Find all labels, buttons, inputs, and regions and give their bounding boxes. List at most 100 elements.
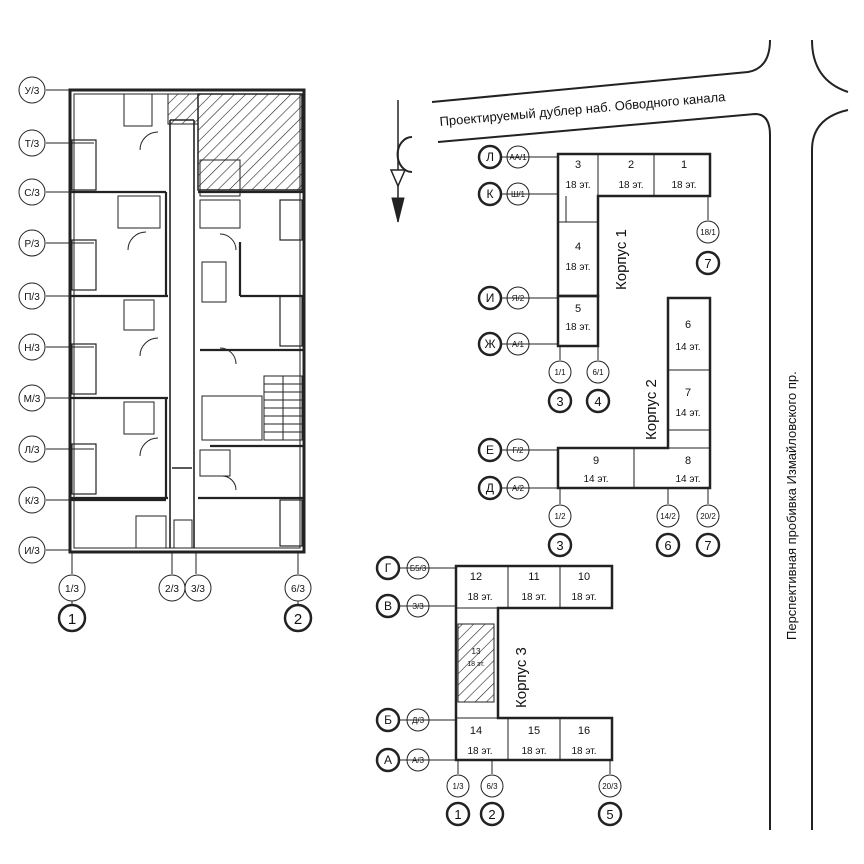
axis-1-3: 1/3 [452, 782, 464, 791]
axis-row-i3: И/3 [18, 536, 70, 564]
floor-plan [68, 88, 306, 554]
section-1-num: 1 [681, 159, 687, 171]
section-3-num: 3 [575, 159, 581, 171]
axis-18-1: 18/1 [700, 228, 716, 237]
axis-e-big: Е [486, 443, 494, 457]
section-6-num: 6 [685, 319, 691, 331]
section-16-floors: 18 эт. [571, 746, 596, 757]
section-12-num: 12 [470, 571, 482, 583]
axis-1-2: 1/2 [554, 512, 566, 521]
svg-text:Р/3: Р/3 [24, 239, 39, 250]
section-13-floors: 18 эт. [467, 661, 485, 668]
axis-b-big: Б [384, 713, 392, 727]
axis-row-p3: П/3 [18, 282, 70, 310]
axis-row-r3: Р/3 [18, 229, 94, 257]
korpus-2-axes: 1/1 6/1 3 4 Е Г/2 Д А/2 1/2 14/2 20/2 3 … [477, 346, 721, 558]
korpus-3: 13 18 эт. 12 18 эт. 11 18 эт. 10 18 эт. … [454, 564, 614, 762]
axis-b5-3: Б5/3 [410, 564, 427, 573]
section-6-floors: 14 эт. [675, 342, 700, 353]
svg-text:К/3: К/3 [25, 496, 40, 507]
axis-7-big-bottom: 7 [704, 538, 711, 553]
korpus-1: 3 18 эт. 2 18 эт. 1 18 эт. 4 18 эт. 5 18… [556, 152, 712, 348]
section-8-floors: 14 эт. [675, 474, 700, 485]
axis-4-big: 4 [594, 394, 601, 409]
section-10-num: 10 [578, 571, 590, 583]
axis-col-63: 6/3 [284, 574, 312, 602]
section-9-num: 9 [593, 455, 599, 467]
axis-col-13: 1/3 [58, 574, 86, 602]
axis-2-big-k3: 2 [488, 807, 495, 822]
axis-g2: Г/2 [512, 446, 524, 455]
axis-i-big: И [486, 291, 495, 305]
axis-ya2: Я/2 [512, 294, 525, 303]
svg-text:И/3: И/3 [24, 546, 40, 557]
section-15-floors: 18 эт. [521, 746, 546, 757]
axis-row-s3: С/3 [18, 178, 70, 206]
axis-v-big: В [384, 599, 392, 613]
axis-row-t3: Т/3 [18, 129, 94, 157]
svg-text:6/3: 6/3 [291, 584, 305, 595]
axis-row-k3: К/3 [18, 486, 70, 514]
korpus-2: 6 14 эт. 7 14 эт. 8 14 эт. 9 14 эт. Корп… [556, 296, 712, 490]
section-14-num: 14 [470, 725, 482, 737]
axis-sh1: Ш/1 [511, 190, 526, 199]
section-14-floors: 18 эт. [467, 746, 492, 757]
street-label-top: Проектируемый дублер наб. Обводного кана… [439, 89, 727, 129]
svg-text:2: 2 [294, 611, 302, 628]
korpus-1-axes: Л АА/1 К Ш/1 И Я/2 Ж А/1 18/1 7 [477, 144, 721, 357]
axis-col-big-2: 2 [283, 603, 313, 633]
axis-l-big: Л [486, 150, 494, 164]
section-9-floors: 14 эт. [583, 474, 608, 485]
axis-row-l3: Л/3 [18, 435, 94, 463]
korpus-2-label: Корпус 2 [643, 379, 660, 440]
axis-d3: Д/3 [412, 716, 425, 725]
svg-text:3/3: 3/3 [191, 584, 205, 595]
axis-a3: А/3 [412, 756, 425, 765]
axis-3-big-bottom: 3 [556, 538, 563, 553]
axis-a2: А/2 [512, 484, 525, 493]
section-4-floors: 18 эт. [565, 262, 590, 273]
axis-20-3: 20/3 [602, 782, 618, 791]
axis-d-big: Д [486, 481, 494, 495]
axis-col-23: 2/3 [158, 574, 186, 602]
axis-g-big: Г [385, 561, 392, 575]
section-5-num: 5 [575, 303, 581, 315]
hatched-zone [197, 93, 303, 191]
axis-z3: З/3 [412, 602, 424, 611]
axis-6-3: 6/3 [486, 782, 498, 791]
svg-text:Н/3: Н/3 [24, 343, 40, 354]
section-3-floors: 18 эт. [565, 180, 590, 191]
axis-k-big: К [487, 187, 494, 201]
svg-text:С/3: С/3 [24, 188, 40, 199]
floor-plan-col-axes: 1/3 2/3 3/3 6/3 1 2 [57, 552, 313, 633]
axis-a-big: А [384, 753, 392, 767]
korpus-3-label: Корпус 3 [513, 647, 530, 708]
section-16-num: 16 [578, 725, 590, 737]
section-4-num: 4 [575, 241, 581, 253]
axis-row-m3: М/3 [18, 384, 70, 412]
axis-1-1: 1/1 [554, 368, 566, 377]
axis-zh-big: Ж [484, 337, 495, 351]
section-15-num: 15 [528, 725, 540, 737]
section-13-num: 13 [472, 647, 481, 656]
svg-text:М/3: М/3 [24, 394, 41, 405]
section-7-floors: 14 эт. [675, 408, 700, 419]
axis-20-2: 20/2 [700, 512, 716, 521]
section-7-num: 7 [685, 387, 691, 399]
axis-6-big: 6 [664, 538, 671, 553]
svg-text:Л/3: Л/3 [25, 445, 40, 456]
roads [431, 39, 849, 830]
korpus-1-label: Корпус 1 [613, 229, 630, 290]
axis-row-u3: У/3 [18, 76, 70, 104]
section-12-floors: 18 эт. [467, 592, 492, 603]
axis-col-33: 3/3 [184, 574, 212, 602]
north-arrow-icon [389, 100, 413, 223]
axis-aa1: АА/1 [509, 153, 527, 162]
section-2-num: 2 [628, 159, 634, 171]
section-1-floors: 18 эт. [671, 180, 696, 191]
axis-7-big-top: 7 [704, 256, 711, 271]
section-11-num: 11 [528, 571, 539, 583]
section-5-floors: 18 эт. [565, 322, 590, 333]
section-11-floors: 18 эт. [521, 592, 546, 603]
axis-a1: А/1 [512, 340, 525, 349]
